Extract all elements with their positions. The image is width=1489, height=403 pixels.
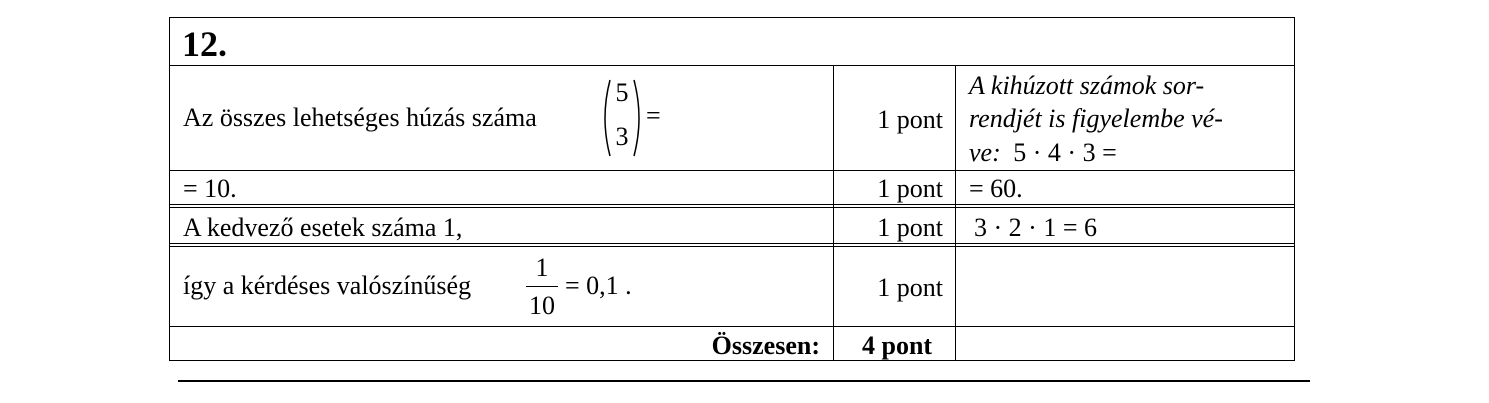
- row4-points: 1 pont: [877, 273, 943, 302]
- row3-note: 3 · 2 · 1 = 6: [974, 213, 1097, 242]
- column-divider-notes: [955, 65, 956, 361]
- row1-text: Az összes lehetséges húzás száma: [183, 103, 537, 132]
- row2-points: 1 pont: [877, 174, 943, 203]
- header-divider: [169, 65, 1295, 66]
- row-divider: [169, 326, 1295, 327]
- binomial-top: 5: [615, 78, 629, 107]
- row3-text: A kedvező esetek száma 1,: [183, 213, 463, 242]
- row-divider: [169, 246, 1295, 247]
- row1-points: 1 pont: [877, 105, 943, 134]
- binomial-parentheses: [604, 79, 640, 157]
- task-number: 12.: [182, 24, 227, 64]
- table-border-left: [169, 17, 170, 361]
- row-divider: [169, 207, 1295, 208]
- row-divider: [169, 204, 1295, 205]
- table-border-top: [169, 17, 1295, 18]
- row2-text: = 10.: [183, 174, 237, 203]
- row3-points: 1 pont: [877, 213, 943, 242]
- row-divider: [169, 170, 1295, 171]
- fraction-denominator: 10: [529, 291, 555, 320]
- total-points: 4 pont: [862, 331, 933, 360]
- fraction-bar: [526, 286, 558, 287]
- column-divider-points: [833, 65, 834, 361]
- table-border-bottom: [169, 360, 1295, 361]
- row1-note-line3: ve: 5 · 4 · 3 =: [969, 138, 1117, 168]
- row1-equals: =: [646, 101, 661, 130]
- row-divider: [169, 243, 1295, 244]
- total-label: Összesen:: [711, 331, 820, 360]
- row4-text: így a kérdéses valószínűség: [183, 271, 472, 300]
- row1-note-line2: rendjét is figyelembe vé-: [969, 104, 1223, 133]
- row1-note-prefix: ve:: [969, 138, 1001, 167]
- page-rule: [178, 380, 1310, 382]
- fraction: 1 10: [524, 253, 560, 323]
- row2-note: = 60.: [969, 174, 1023, 203]
- binomial-bottom: 3: [615, 122, 629, 151]
- fraction-numerator: 1: [535, 253, 549, 282]
- table-border-right: [1294, 17, 1295, 361]
- row1-note-line1: A kihúzott számok sor-: [969, 71, 1205, 100]
- row1-note-expression: 5 · 4 · 3 =: [1013, 138, 1117, 167]
- row4-result: = 0,1 .: [565, 271, 632, 300]
- binomial-coefficient: 5 3: [600, 78, 644, 158]
